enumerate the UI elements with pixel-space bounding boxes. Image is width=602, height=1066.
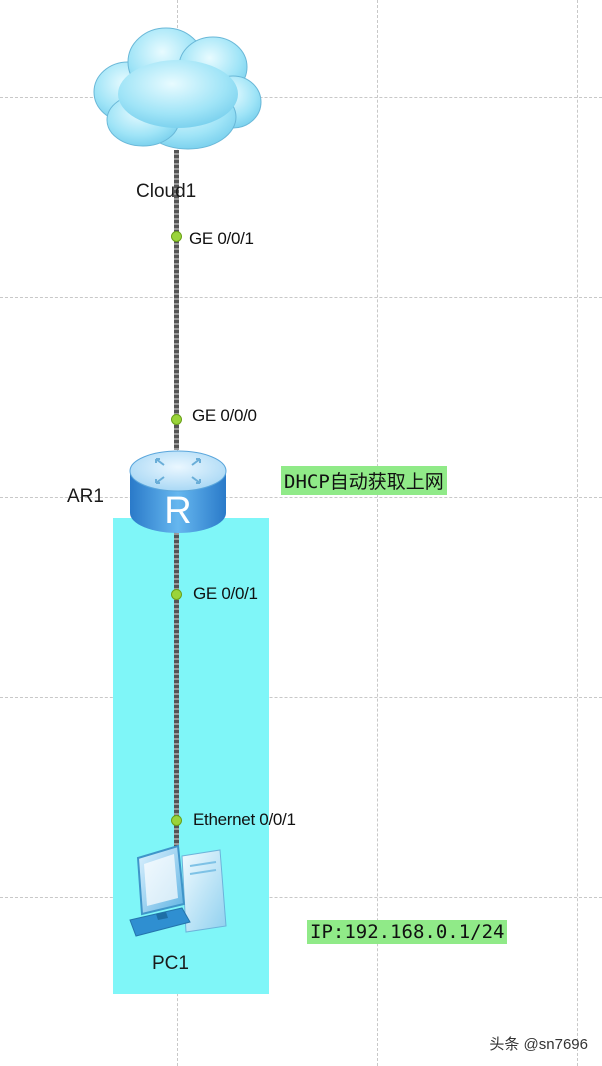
link-router-pc[interactable]: [174, 530, 179, 850]
router-glyph: R: [164, 490, 191, 532]
cloud-icon[interactable]: [88, 22, 264, 162]
grid-line: [0, 897, 602, 898]
router-icon[interactable]: R: [126, 447, 230, 535]
watermark: 头条 @sn7696: [489, 1036, 588, 1053]
dhcp-note: DHCP自动获取上网: [281, 466, 447, 495]
port-indicator[interactable]: [171, 815, 182, 826]
grid-line: [0, 297, 602, 298]
grid-line: [0, 497, 602, 498]
port-label-router-up: GE 0/0/0: [192, 406, 257, 425]
pc-label: PC1: [152, 953, 189, 974]
router-label: AR1: [67, 486, 104, 507]
port-label-router-down: GE 0/0/1: [193, 584, 258, 603]
ip-note: IP:192.168.0.1/24: [307, 920, 508, 944]
port-indicator[interactable]: [171, 414, 182, 425]
pc-icon[interactable]: [126, 842, 232, 946]
port-indicator[interactable]: [171, 589, 182, 600]
grid-line: [577, 0, 578, 1066]
cloud-label: Cloud1: [136, 181, 197, 202]
port-label-pc-eth: Ethernet 0/0/1: [193, 810, 296, 829]
port-indicator[interactable]: [171, 231, 182, 242]
port-label-cloud-ge: GE 0/0/1: [189, 229, 254, 248]
grid-line: [0, 97, 602, 98]
grid-line: [377, 0, 378, 1066]
grid-line: [0, 697, 602, 698]
link-cloud-router[interactable]: [174, 150, 179, 450]
